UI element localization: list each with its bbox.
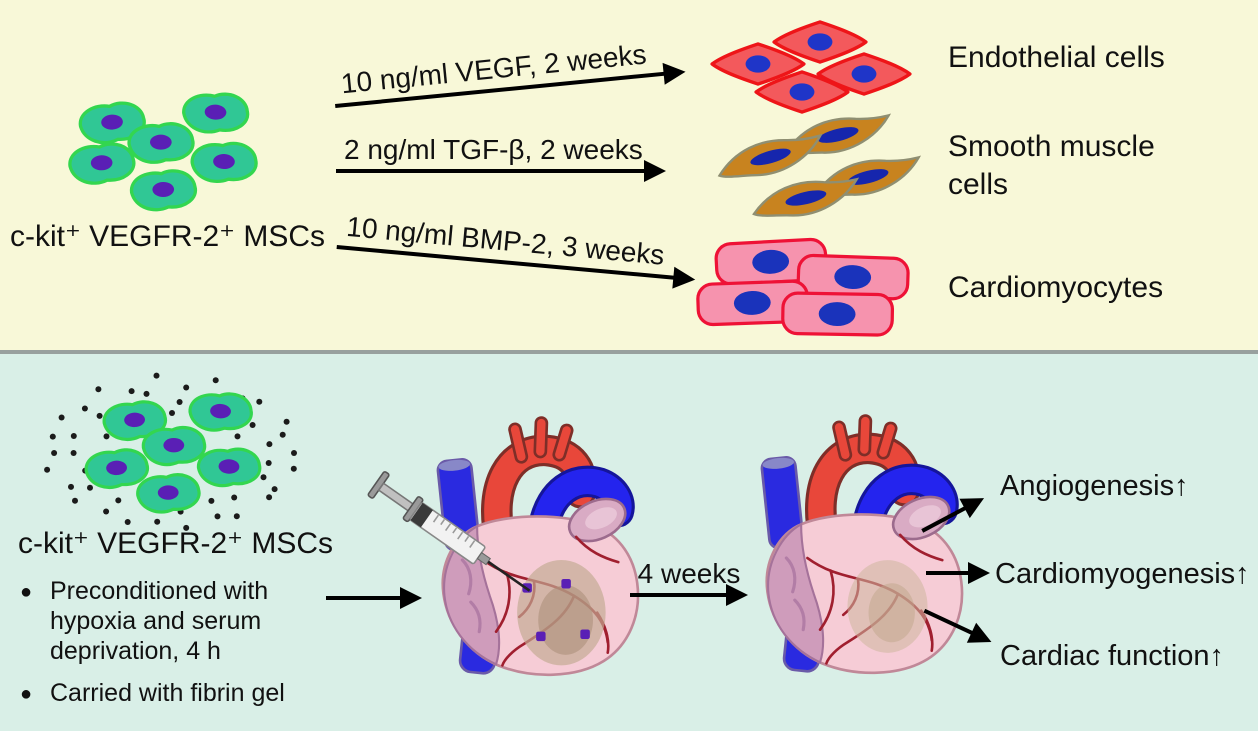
msc-source-label: c-kit⁺ VEGFR-2⁺ MSCs (10, 220, 326, 253)
arrow-shaft (326, 595, 408, 600)
arrow-head-icon (968, 561, 990, 584)
angiogenesis-label: Angiogenesis↑ (1000, 470, 1189, 502)
arrow-head-icon (644, 159, 666, 182)
four-weeks-label: 4 weeks (637, 558, 741, 589)
cardiac-function-label: Cardiac function↑ (1000, 640, 1225, 672)
transplantation-panel: c-kit⁺ VEGFR-2⁺ MSCs ● Preconditioned wi… (0, 354, 1258, 731)
differentiation-panel: c-kit⁺ VEGFR-2⁺ MSCs 10 ng/ml VEGF, 2 we… (0, 0, 1258, 350)
four-weeks-arrow: 4 weeks (630, 557, 748, 606)
preconditioned-msc-cells-icon (44, 372, 297, 531)
precondition-bullet: ● Preconditioned with hypoxia and serum … (20, 576, 320, 666)
arrow-shaft (630, 592, 734, 597)
arrow-head-icon (959, 488, 990, 518)
cardiomyogenesis-label: Cardiomyogenesis↑ (995, 558, 1250, 590)
cardiomyocytes-icon (695, 237, 911, 337)
injection-sites-icon (522, 578, 590, 642)
precondition-line-2: hypoxia and serum (50, 607, 262, 635)
fibrin-gel-line: Carried with fibrin gel (50, 679, 285, 707)
arrow-shaft (926, 570, 976, 575)
vegf-treatment-arrow: 10 ng/ml VEGF, 2 weeks (332, 34, 687, 114)
tgfb-treatment-label: 2 ng/ml TGF-β, 2 weeks (344, 134, 643, 165)
bmp2-treatment-arrow: 10 ng/ml BMP-2, 3 weeks (336, 209, 699, 291)
tgfb-treatment-arrow: 2 ng/ml TGF-β, 2 weeks (336, 133, 666, 182)
injection-arrow (326, 560, 422, 609)
panel-divider (0, 350, 1258, 354)
bullet-icon: ● (20, 581, 33, 603)
precondition-line-3: deprivation, 4 h (50, 637, 221, 665)
smooth-muscle-cells-label: Smooth muscle cells (948, 130, 1155, 201)
endothelial-cells-icon (710, 20, 912, 114)
arrow-head-icon (662, 60, 687, 85)
fibrin-gel-bullet: ● Carried with fibrin gel (20, 678, 340, 708)
infarct-region (517, 560, 606, 666)
injected-heart-icon (367, 402, 650, 678)
bullet-icon: ● (20, 683, 33, 705)
endothelial-cells-label: Endothelial cells (948, 41, 1165, 74)
arrow-head-icon (400, 586, 422, 609)
recovered-heart-icon (742, 400, 974, 676)
precondition-line-1: Preconditioned with (50, 577, 269, 605)
healed-infarct-region (847, 560, 928, 653)
cardiomyocytes-label: Cardiomyocytes (948, 271, 1164, 304)
smooth-muscle-cells-icon (714, 112, 924, 221)
msc-cells-icon (67, 90, 259, 212)
msc-source-label-bottom: c-kit⁺ VEGFR-2⁺ MSCs (18, 527, 334, 560)
syringe-icon (367, 471, 531, 592)
arrow-head-icon (726, 583, 748, 606)
arrow-shaft (336, 168, 652, 173)
cardiomyogenesis-arrow (926, 535, 990, 584)
